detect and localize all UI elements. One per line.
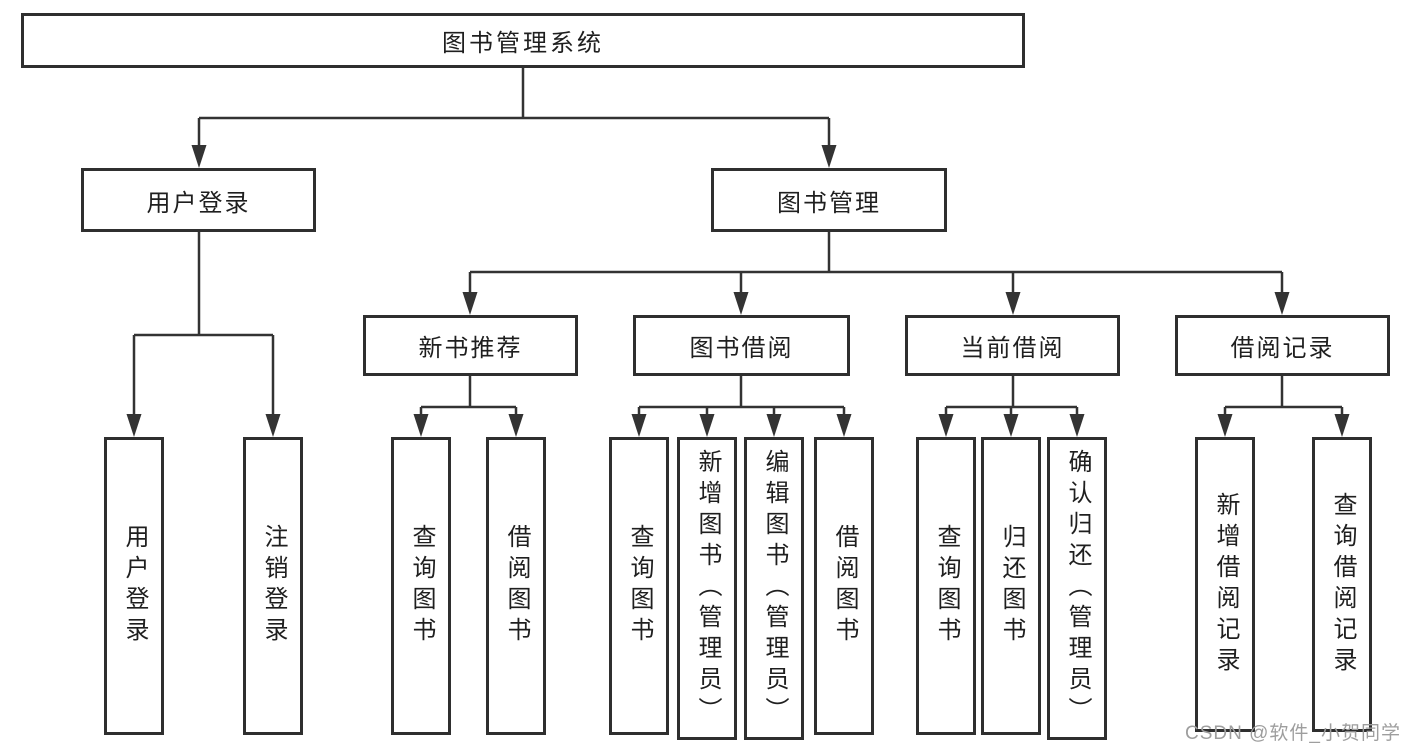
node-user-login-label: 用户登录 <box>146 189 251 217</box>
leaf-add-borrow-record: 新增借阅记录 <box>1195 437 1255 732</box>
connectors-user-login <box>126 232 281 437</box>
leaf-borrow-books-borrowing: 借阅图书 <box>814 437 874 735</box>
leaf-logout: 注销登录 <box>243 437 303 735</box>
leaf-query-books-borrowing: 查询图书 <box>609 437 669 735</box>
leaf-add-borrow-record-label: 新增借阅记录 <box>1212 491 1239 678</box>
connectors-new-book-recommend <box>413 376 524 437</box>
node-borrowing-records-label: 借阅记录 <box>1230 335 1335 362</box>
node-new-book-recommend: 新书推荐 <box>363 315 578 376</box>
leaf-return-books-label: 归还图书 <box>998 524 1025 648</box>
connectors-current-borrowing <box>938 376 1085 437</box>
node-book-management-label: 图书管理 <box>777 189 881 217</box>
connectors-book-management <box>462 232 1290 315</box>
leaf-confirm-return-admin-label: 确认归还（管理员） <box>1064 449 1091 728</box>
node-book-borrowing-label: 图书借阅 <box>689 335 794 362</box>
node-current-borrowing-label: 当前借阅 <box>960 335 1065 362</box>
watermark: CSDN @软件_小贺同学 <box>1185 723 1401 744</box>
node-new-book-recommend-label: 新书推荐 <box>418 335 523 362</box>
leaf-borrow-books-recommend: 借阅图书 <box>486 437 546 735</box>
connectors-borrowing-records <box>1217 376 1350 437</box>
leaf-user-login: 用户登录 <box>104 437 164 735</box>
node-user-login: 用户登录 <box>81 168 316 232</box>
leaf-logout-label: 注销登录 <box>260 524 287 648</box>
leaf-query-borrow-record: 查询借阅记录 <box>1312 437 1372 732</box>
leaf-return-books: 归还图书 <box>981 437 1041 735</box>
leaf-edit-books-admin: 编辑图书（管理员） <box>744 437 804 740</box>
leaf-confirm-return-admin: 确认归还（管理员） <box>1047 437 1107 740</box>
leaf-borrow-books-recommend-label: 借阅图书 <box>503 524 530 648</box>
node-library-management-system: 图书管理系统 <box>21 13 1025 68</box>
leaf-query-books-current: 查询图书 <box>916 437 976 735</box>
leaf-query-books-current-label: 查询图书 <box>933 524 960 648</box>
leaf-query-books-recommend: 查询图书 <box>391 437 451 735</box>
leaf-user-login-label: 用户登录 <box>121 524 148 648</box>
leaf-query-books-borrowing-label: 查询图书 <box>626 524 653 648</box>
node-borrowing-records: 借阅记录 <box>1175 315 1390 376</box>
node-book-management: 图书管理 <box>711 168 947 232</box>
leaf-borrow-books-borrowing-label: 借阅图书 <box>831 524 858 648</box>
node-library-management-system-label: 图书管理系统 <box>442 30 604 57</box>
leaf-add-books-admin-label: 新增图书（管理员） <box>694 449 721 728</box>
connectors-root <box>191 68 837 168</box>
leaf-query-borrow-record-label: 查询借阅记录 <box>1329 491 1356 678</box>
connectors-book-borrowing <box>631 376 852 437</box>
leaf-edit-books-admin-label: 编辑图书（管理员） <box>761 449 788 728</box>
node-current-borrowing: 当前借阅 <box>905 315 1120 376</box>
leaf-add-books-admin: 新增图书（管理员） <box>677 437 737 740</box>
node-book-borrowing: 图书借阅 <box>633 315 850 376</box>
leaf-query-books-recommend-label: 查询图书 <box>408 524 435 648</box>
